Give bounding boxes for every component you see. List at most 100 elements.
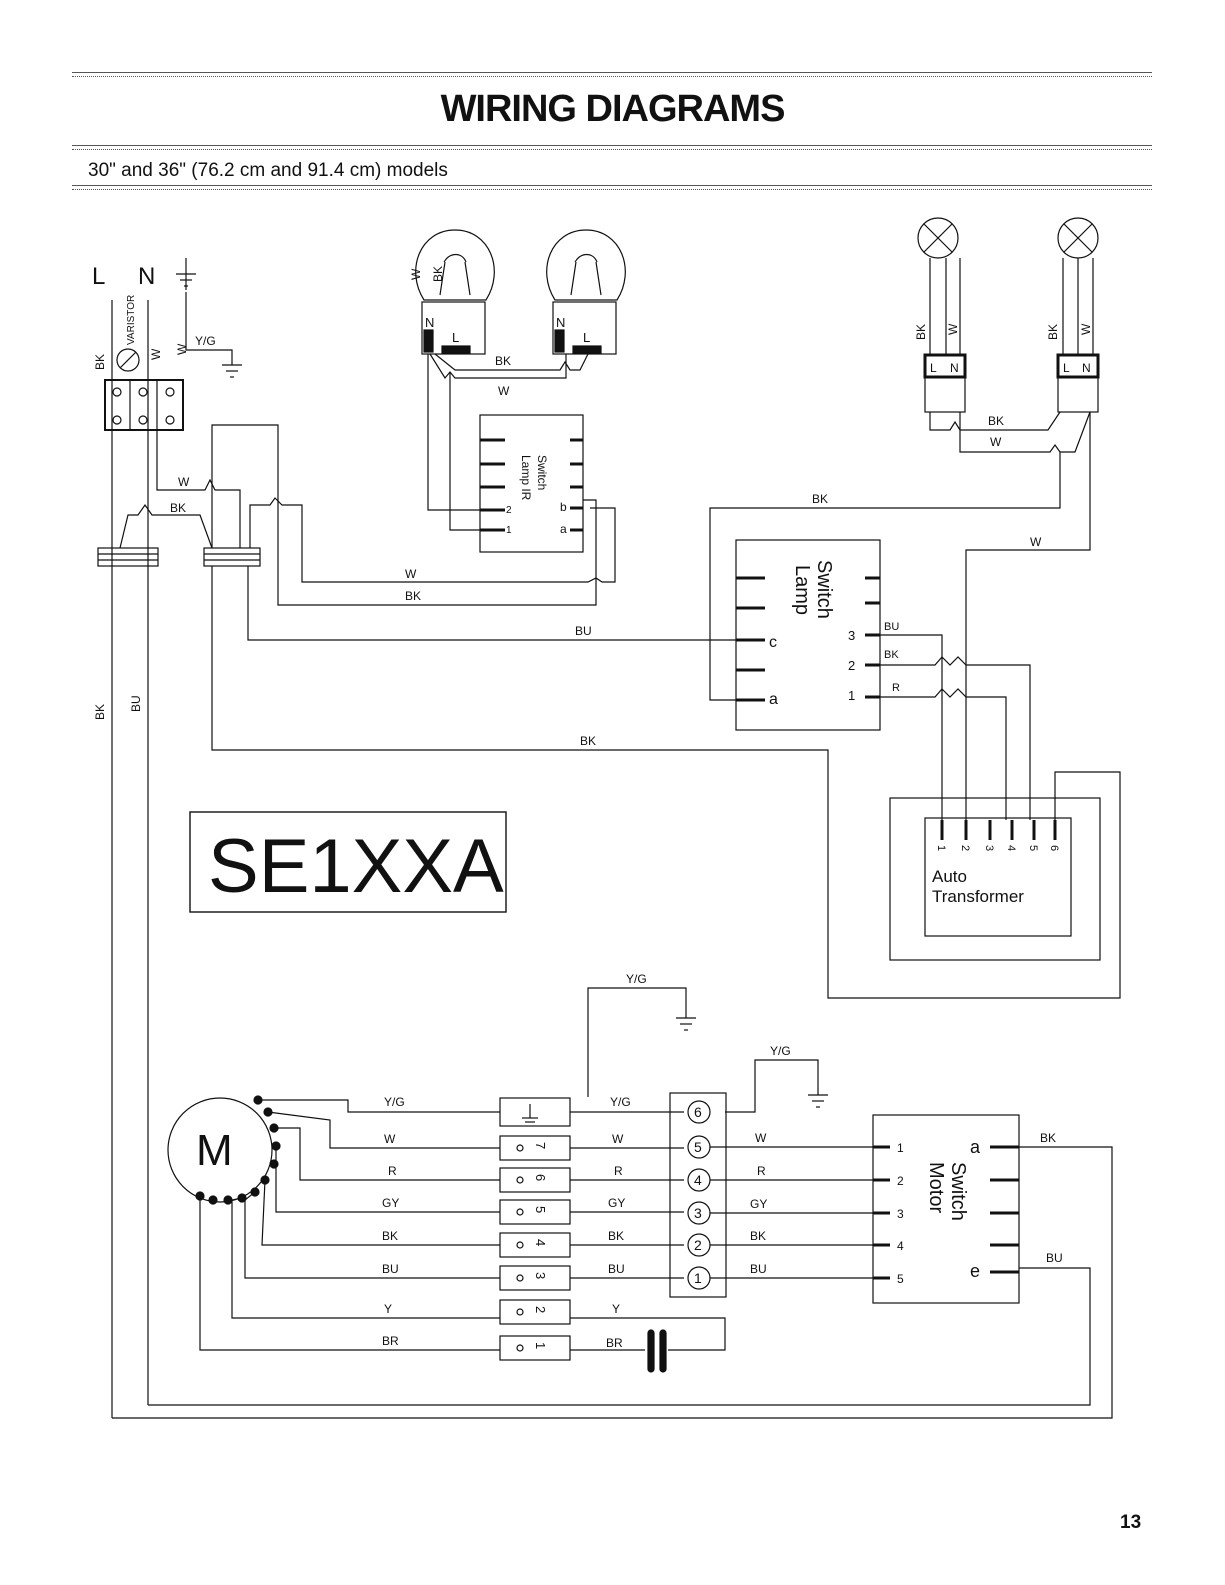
ground-symbol-supply xyxy=(176,258,196,290)
wire-label-bk-leds: BK xyxy=(988,414,1004,428)
wire-yg-ground-connector xyxy=(725,1059,819,1113)
wire-label-bk-switch-small: BK xyxy=(431,266,445,282)
wire-motor-bk xyxy=(261,1179,500,1246)
wire-label-bk-led-switch: BK xyxy=(812,492,828,506)
lamp-switch-small-pin-a: a xyxy=(560,522,567,536)
ground-symbol-motor xyxy=(676,1017,696,1031)
wire-label-strip-bu: BU xyxy=(608,1262,625,1276)
lamp-switch-small-pin-2: 2 xyxy=(506,505,512,516)
led2-label-w: W xyxy=(1079,323,1093,335)
wire-motor-gy xyxy=(275,1146,500,1213)
lamp-switch-small xyxy=(479,414,584,553)
lamp-switch-small-pin-b: b xyxy=(560,500,567,514)
auto-transformer-pin-3: 3 xyxy=(983,845,995,851)
wire-label-motor-w: W xyxy=(384,1132,396,1146)
auto-transformer-pin-5: 5 xyxy=(1027,845,1039,851)
wire-label-r-transformer: R xyxy=(892,682,900,694)
motor-switch-pin-5: 5 xyxy=(897,1272,904,1286)
lamp-switch-main-label2: Lamp xyxy=(791,565,813,615)
wire-label-bu-transformer: BU xyxy=(884,621,899,633)
wire-w-lamp-loop xyxy=(249,497,616,583)
wire-bk-lamps xyxy=(434,353,589,371)
wire-motor-y xyxy=(231,1197,500,1319)
wire-label-strip-bk: BK xyxy=(608,1229,624,1243)
motor-connector-pin-1: 1 xyxy=(694,1270,702,1286)
wire-label-bk-block: BK xyxy=(170,501,186,515)
wire-label-motor-y: Y xyxy=(384,1302,392,1316)
led-lamp-2 xyxy=(1056,217,1100,413)
neutral-label: N xyxy=(138,263,155,290)
lamp2-terminal-n: N xyxy=(556,315,565,330)
auto-transformer-label1: Auto xyxy=(932,867,967,886)
ground-symbol-yg-top xyxy=(222,364,242,378)
wire-w-lamps xyxy=(429,353,567,380)
led2-label-bk: BK xyxy=(1046,324,1060,340)
terminal-strip xyxy=(499,1097,571,1361)
wire-label-bu-left: BU xyxy=(129,695,143,712)
wire-bu-switch xyxy=(247,566,765,641)
wire-label-yg-connector: Y/G xyxy=(770,1044,791,1058)
motor-connector-pin-3: 3 xyxy=(694,1205,702,1221)
wire-label-switch-w: W xyxy=(755,1131,767,1145)
wire-label-w-led-transformer: W xyxy=(1030,535,1042,549)
motor-switch xyxy=(872,1114,1020,1304)
led-lamp-1 xyxy=(917,217,967,413)
wire-motor-w xyxy=(267,1111,500,1149)
terminal-strip-pin-7: 7 xyxy=(533,1142,548,1149)
motor-switch-pin-4: 4 xyxy=(897,1239,904,1253)
motor-switch-pin-2: 2 xyxy=(897,1174,904,1188)
subtitle-rule-bottom xyxy=(72,185,1152,190)
wire-label-motor-bk: BK xyxy=(382,1229,398,1243)
lamp-switch-small-label1: Switch xyxy=(535,455,549,490)
lamp-switch-small-pin-1: 1 xyxy=(506,525,512,536)
wire-label-w-lamps: W xyxy=(498,384,510,398)
lamp-switch-main-label1: Switch xyxy=(813,560,835,619)
model-label-box xyxy=(189,811,507,913)
wire-label-motor-bu: BU xyxy=(382,1262,399,1276)
varistor xyxy=(116,348,140,372)
wire-bk-transformer xyxy=(211,566,1121,999)
wire-return-bk xyxy=(112,1146,1113,1419)
wire-motor-yg xyxy=(258,1099,500,1113)
auto-transformer-pin-4: 4 xyxy=(1005,845,1017,851)
page-subtitle: 30" and 36" (76.2 cm and 91.4 cm) models xyxy=(88,160,448,181)
wire-label-bk-transformer: BK xyxy=(580,734,596,748)
wire-bk-switch-small xyxy=(449,372,485,531)
led1-terminal-l: L xyxy=(930,361,937,375)
wire-label-w-leds: W xyxy=(990,435,1002,449)
lamp-bulb-2 xyxy=(546,229,626,355)
lamp1-terminal-l: L xyxy=(452,330,459,345)
wire-label-strip-r: R xyxy=(614,1164,623,1178)
wire-label-switch-bk: BK xyxy=(750,1229,766,1243)
wire-bk-lamp-loop xyxy=(211,424,597,606)
lamp2-terminal-l: L xyxy=(583,330,590,345)
motor-connector-pin-2: 2 xyxy=(694,1237,702,1253)
wire-return-bu xyxy=(148,1267,1091,1406)
auto-transformer-pin-2: 2 xyxy=(959,845,971,851)
wire-bk-led-switch xyxy=(709,452,1061,701)
wire-label-w-supply: W xyxy=(175,343,189,355)
led2-terminal-n: N xyxy=(1082,361,1091,375)
wire-bk-leds xyxy=(929,411,1061,431)
terminal-strip-pin-2: 2 xyxy=(533,1306,548,1313)
wire-motor-bu xyxy=(244,1191,500,1279)
capacitor xyxy=(647,1329,667,1373)
motor-symbol: M xyxy=(196,1126,233,1175)
lamp-switch-small-label2: Lamp IR xyxy=(519,455,533,501)
motor-switch-pin-a: a xyxy=(970,1137,981,1157)
wire-label-return-bu: BU xyxy=(1046,1251,1063,1265)
wire-label-bk-lamps: BK xyxy=(495,354,511,368)
lamp-switch-main-pin-c: c xyxy=(769,634,777,651)
motor-connector-pin-5: 5 xyxy=(694,1139,702,1155)
wire-label-w-lamp: W xyxy=(405,567,417,581)
motor-connector-pin-6: 6 xyxy=(694,1104,702,1120)
model-label: SE1XXA xyxy=(208,824,504,909)
wire-label-strip-y: Y xyxy=(612,1302,620,1316)
wire-motor-br xyxy=(199,1196,500,1351)
wire-label-yg-motor-top: Y/G xyxy=(626,972,647,986)
motor-switch-pin-3: 3 xyxy=(897,1207,904,1221)
top-rule xyxy=(72,72,1152,77)
terminal-block xyxy=(104,379,184,431)
motor-switch-pin-1: 1 xyxy=(897,1141,904,1155)
lamp-switch-main-pin-3: 3 xyxy=(848,628,855,643)
